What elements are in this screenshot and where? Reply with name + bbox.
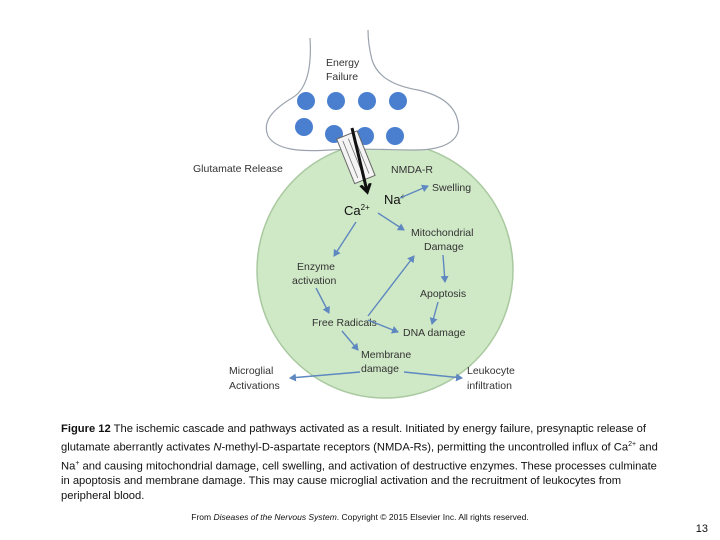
arrow-to-free-radicals [315,287,330,314]
arrow-to-swelling [399,184,429,199]
glutamate-vesicle [297,92,315,110]
dna-damage-label: DNA damage [403,327,466,339]
microglial-activations-label: Microglial [229,365,273,377]
page-number: 13 [695,523,708,535]
glutamate-vesicle [295,118,313,136]
calcium-symbol: Ca [344,203,361,218]
calcium-ion-label: Ca2+ [344,203,370,218]
arrow-to-membrane-damage [341,330,359,351]
ion-influx-arrow [350,127,367,191]
microglial-activations-label: Activations [229,380,280,392]
arrow-to-mitochondrial-damage [377,212,405,231]
nmda-r-label: NMDA-R [391,164,433,176]
glutamate-vesicle [389,92,407,110]
swelling-label: Swelling [432,182,471,194]
apoptosis-label: Apoptosis [420,288,466,300]
mitochondrial-damage-label: Damage [424,241,464,253]
caption-text: -methyl-D-aspartate receptors (NMDA-Rs),… [221,441,629,454]
mitochondrial-damage-label: Mitochondrial [411,227,473,239]
arrow-free-radicals-to-mitochondrial [367,255,415,317]
arrow-to-microglial-activations [289,371,361,382]
caption-superscript: 2+ [628,441,637,448]
arrow-to-enzyme-activation [333,221,357,257]
membrane-damage-label: Membrane [361,349,411,361]
arrow-to-apoptosis [440,254,449,283]
enzyme-activation-label: activation [292,275,337,287]
glutamate-release-label: Glutamate Release [193,163,283,175]
caption-text: and causing mitochondrial damage, cell s… [61,460,657,503]
glutamate-vesicle [358,92,376,110]
arrow-apoptosis-to-dna [429,301,439,325]
copyright-credit: From Diseases of the Nervous System. Cop… [0,512,720,522]
glutamate-vesicle [327,92,345,110]
enzyme-activation-label: Enzyme [297,261,335,273]
credit-book-title: Diseases of the Nervous System [213,512,337,522]
figure-label: Figure 12 [61,423,111,435]
free-radicals-label: Free Radicals [312,317,377,329]
caption-text: The ischemic cascade and pathways activa… [61,423,646,454]
ischemic-cascade-diagram: Energy Failure Glutamate Release NMDA-R … [193,29,515,399]
energy-failure-label: Failure [326,71,358,83]
glutamate-vesicle [386,127,404,145]
caption-text: and Na [61,441,658,473]
leukocyte-infiltration-label: Leukocyte [467,365,515,377]
membrane-damage-label: damage [361,363,399,375]
sodium-symbol: Na [384,192,401,207]
credit-suffix: . Copyright © 2015 Elsevier Inc. All rig… [336,512,529,522]
caption-superscript: + [75,459,80,467]
caption-italic-n: N [213,441,222,454]
arrow-to-leukocyte-infiltration [403,371,463,382]
leukocyte-infiltration-label: infiltration [467,380,512,392]
calcium-charge: 2+ [361,203,370,212]
arrow-to-dna-damage [367,319,399,334]
figure-caption: Figure 12 The ischemic cascade and pathw… [61,422,663,504]
presynaptic-terminal [265,29,460,152]
credit-prefix: From [191,512,214,522]
energy-failure-label: Energy [326,57,360,69]
